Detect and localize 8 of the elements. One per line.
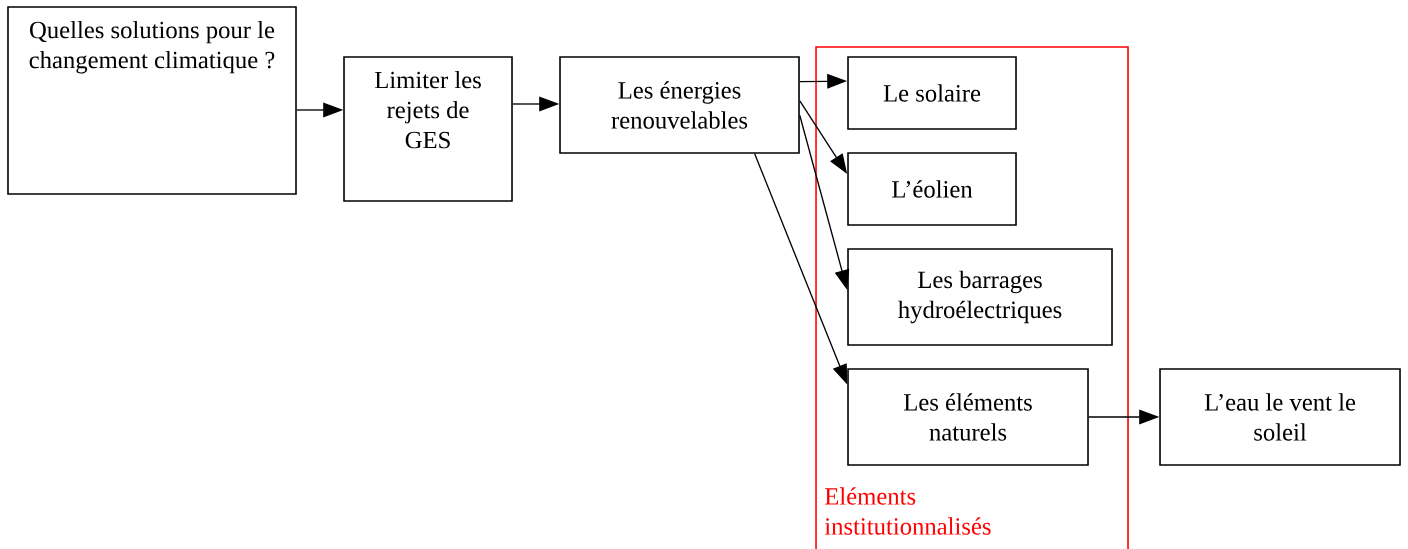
- text-box: Les énergies renouvelables: [559, 56, 800, 154]
- text-box: Le solaire: [847, 56, 1017, 130]
- text-box: Quelles solutions pour le changement climatique ?: [7, 6, 297, 195]
- text-box: Les éléments naturels: [847, 368, 1089, 466]
- text-box: Les barrages hydroélectriques: [847, 248, 1113, 346]
- text-box: L’eau le vent le soleil: [1159, 368, 1401, 466]
- text-box: Limiter les rejets de GES: [343, 56, 513, 202]
- text-box: L’éolien: [847, 152, 1017, 226]
